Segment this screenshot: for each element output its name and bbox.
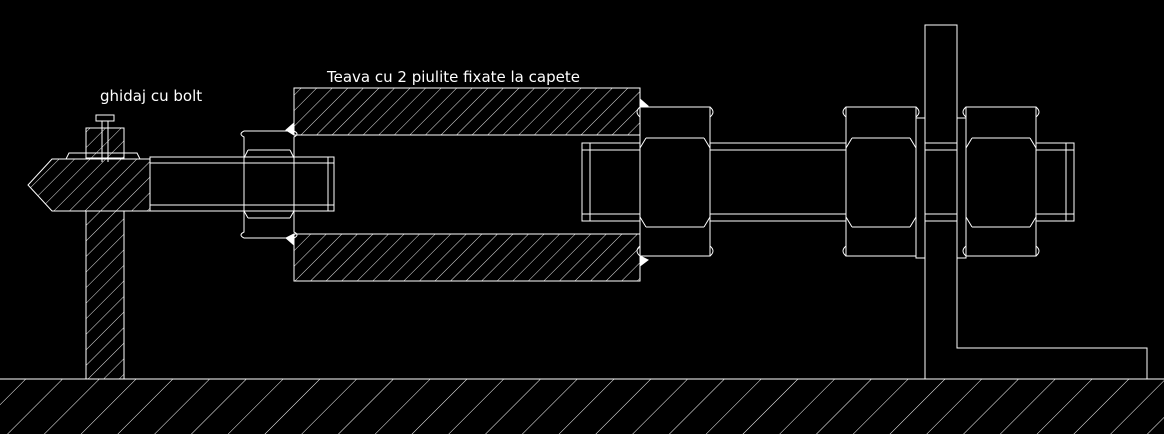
- left-support-post: [85, 210, 125, 380]
- left-threaded-rod: [149, 156, 335, 212]
- guide-label: ghidaj cu bolt: [100, 87, 202, 105]
- angle-bracket: [924, 24, 1148, 379]
- lock-nut-right: [962, 106, 1040, 257]
- guide-block: [27, 152, 151, 212]
- right-tube-nut: [636, 106, 714, 257]
- tube: [285, 87, 649, 282]
- washer-left: [915, 117, 926, 259]
- ground: [0, 378, 1164, 434]
- guide-bolt: [85, 114, 125, 162]
- lock-nut-left: [842, 106, 920, 257]
- tube-label: Teava cu 2 piulite fixate la capete: [326, 68, 580, 86]
- washer-right: [956, 117, 967, 259]
- left-nut: [240, 130, 298, 239]
